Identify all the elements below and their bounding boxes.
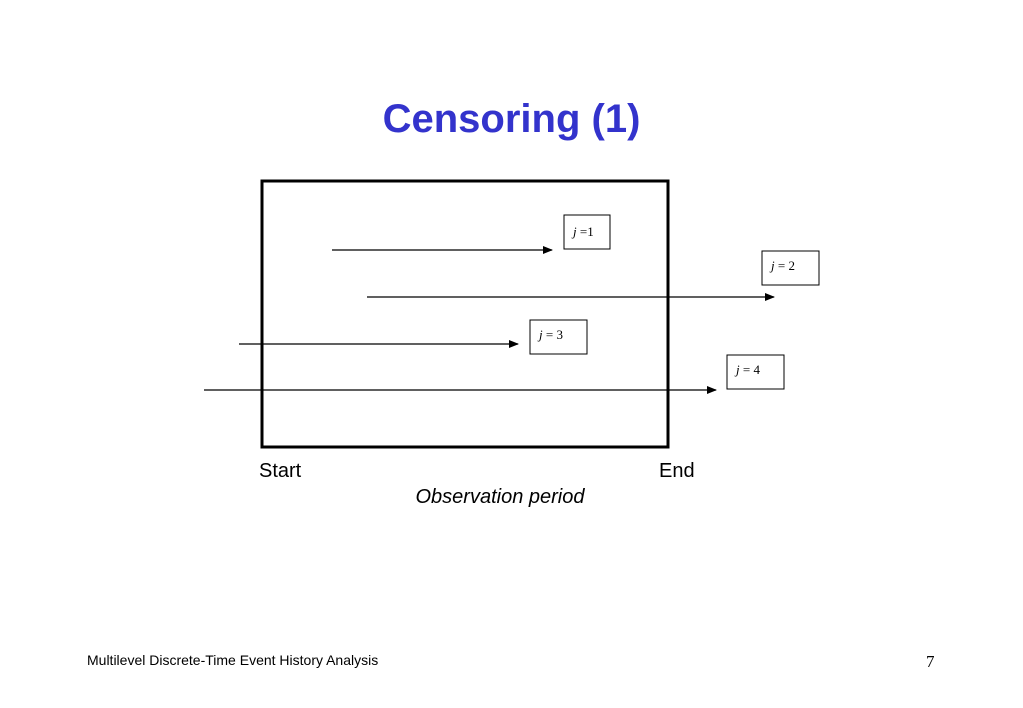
case-label-j3: j = 3: [537, 327, 563, 342]
observation-window: [260, 179, 670, 449]
case-box-j2: j = 2: [761, 250, 820, 286]
case-box-j3: j = 3: [529, 319, 588, 355]
case-label-j4: j = 4: [734, 362, 760, 377]
page-number: 7: [926, 652, 935, 671]
case-box-j4: j = 4: [726, 354, 785, 390]
start-label: Start: [259, 460, 302, 482]
slide-title: Censoring (1): [382, 97, 641, 141]
case-box-j1: j =1: [563, 214, 611, 250]
footer-title: Multilevel Discrete-Time Event History A…: [87, 652, 379, 668]
end-label: End: [659, 460, 695, 482]
observation-period-label: Observation period: [415, 486, 585, 508]
case-label-j2: j = 2: [769, 258, 795, 273]
case-label-j1: j =1: [571, 224, 594, 239]
